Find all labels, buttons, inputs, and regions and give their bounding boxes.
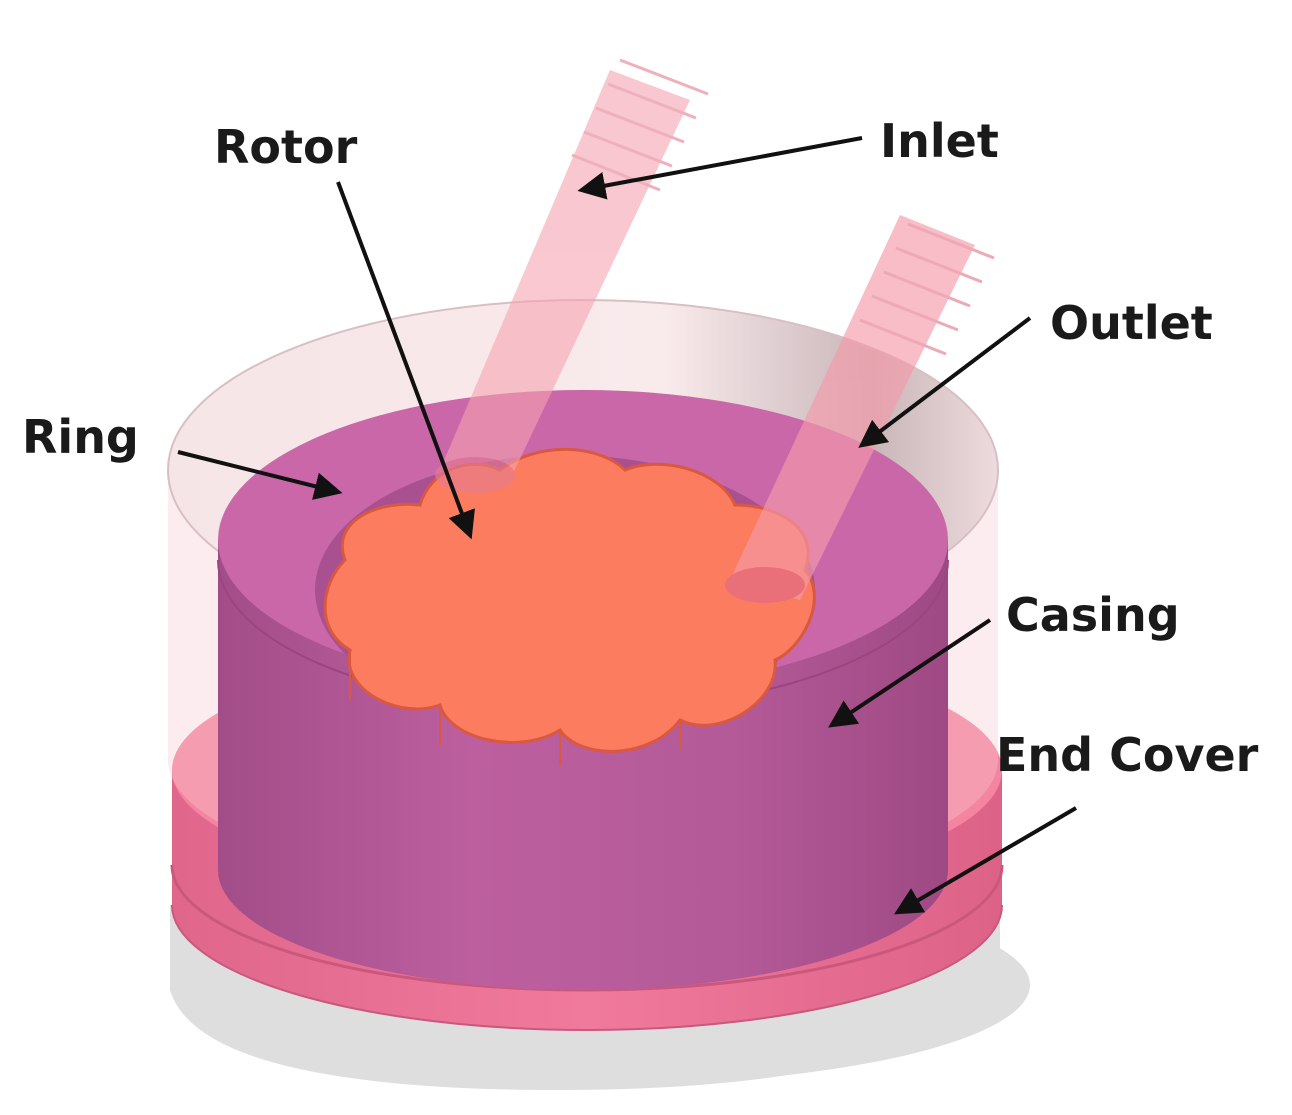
outlet-port: [725, 215, 995, 603]
inlet-port: [435, 58, 709, 493]
casing-arrow: [828, 618, 992, 728]
rotor-label: Rotor: [214, 120, 358, 174]
outlet-label: Outlet: [1050, 296, 1213, 350]
ring-arrow: [177, 450, 343, 500]
end-cover-arrow: [893, 806, 1078, 915]
casing-label: Casing: [1006, 588, 1180, 642]
callout-arrows: [177, 136, 1078, 915]
ring-label: Ring: [22, 410, 139, 464]
inlet-arrow: [577, 136, 863, 200]
outlet-arrow: [858, 316, 1032, 448]
rotor-arrow: [336, 181, 475, 540]
end-cover-label: End Cover: [996, 728, 1259, 782]
inlet-label: Inlet: [880, 114, 999, 168]
